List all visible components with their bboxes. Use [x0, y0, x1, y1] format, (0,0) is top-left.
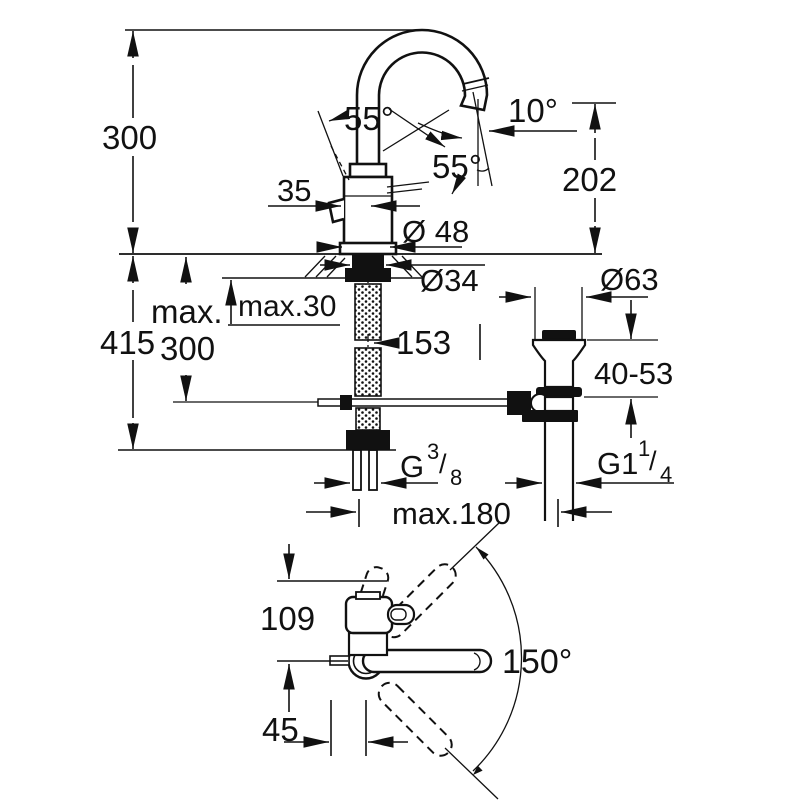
temp-lever-inner — [390, 608, 407, 621]
handle-plan — [361, 648, 493, 674]
dim-handle-swing-label: 150° — [502, 643, 572, 681]
swing-arc — [472, 546, 523, 772]
handle-cap-line — [473, 652, 481, 671]
swing-ext-upper — [449, 521, 501, 571]
hose-nuts — [346, 430, 390, 450]
svg-text:3: 3 — [427, 439, 439, 464]
spout-joint-line-2 — [461, 84, 489, 92]
angle-ref-line-2 — [388, 108, 446, 148]
supply-hose-right — [368, 449, 378, 491]
svg-text:4: 4 — [660, 462, 672, 487]
angle-55-top-arrow — [328, 109, 351, 122]
spout-outline — [355, 28, 489, 169]
threaded-shank-lower — [354, 347, 382, 397]
head-cap-plan — [344, 595, 394, 635]
dim-waste-thread-label: G1 1 / 4 — [597, 436, 672, 487]
dim-base-dia-label: Ø 48 — [402, 214, 469, 249]
dim-outlet-height-label: 202 — [562, 161, 617, 198]
supply-hose-left — [352, 449, 362, 491]
dim-outlet-angle-label: 10° — [508, 92, 558, 129]
lever-handle-side — [327, 197, 345, 224]
spout-collar — [348, 162, 388, 179]
swing-arc-arrow-top — [476, 547, 489, 560]
swing-ext-lower — [444, 747, 499, 800]
swing-arc-arrow-bottom — [473, 765, 483, 775]
svg-text:G1: G1 — [597, 446, 638, 481]
dim-hole-dia-label: Ø34 — [420, 263, 479, 298]
dim-plan-offset-label: 45 — [262, 711, 299, 748]
head-tab — [355, 591, 381, 600]
waste-body — [543, 395, 575, 413]
svg-text:G: G — [400, 449, 424, 484]
dim-body-offset-label: 35 — [277, 173, 311, 208]
dim-plan-depth-label: 109 — [260, 600, 315, 637]
shank-end — [355, 407, 381, 431]
body-plan — [347, 631, 389, 657]
waste-oring — [536, 387, 582, 397]
dim-spout-angle-mid-label: 55° — [432, 148, 482, 185]
spout-joint-line-1 — [462, 77, 490, 85]
faucet-body — [342, 175, 394, 246]
dim-max-word: max. — [151, 293, 223, 330]
dim-deck-thickness-label: max.30 — [238, 290, 336, 323]
side-view — [118, 28, 602, 521]
angle-curved-arrow — [417, 122, 463, 141]
svg-text:8: 8 — [450, 465, 462, 490]
pop-up-waste — [507, 287, 587, 521]
handle-raised-line — [317, 110, 344, 177]
plan-view: 109 150° 45 — [260, 521, 572, 800]
waste-cap — [542, 330, 576, 340]
dim-center-distance-label: max.180 — [392, 496, 511, 531]
svg-text:/: / — [439, 449, 447, 479]
angle-ref-line-1 — [382, 109, 450, 152]
dim-depth-below-label: 415 — [100, 324, 155, 361]
dim-supply-thread-label: G 3 / 8 — [400, 439, 462, 490]
waste-flange — [531, 338, 587, 389]
outlet-angle-arc — [476, 167, 490, 172]
dim-spout-angle-top-label: 55° — [344, 100, 394, 137]
cartridge-mark-2 — [386, 188, 423, 194]
svg-text:1: 1 — [638, 436, 650, 461]
outlet-axis-10deg — [472, 91, 493, 187]
rod-coupler — [340, 395, 352, 410]
base-flange — [338, 241, 398, 256]
cartridge-mark-1 — [386, 181, 430, 188]
side-view-dimensions: 300 415 max. 300 max.30 35 55° 55° 10° 2… — [98, 31, 674, 531]
angle-55-mid-arrow — [451, 173, 467, 195]
threaded-shank-upper — [354, 283, 382, 341]
mounting-nut — [345, 268, 391, 282]
dim-height-above-label: 300 — [102, 119, 157, 156]
dim-waste-dia-label: Ø63 — [600, 262, 659, 297]
shank-through-deck — [352, 255, 384, 268]
dim-waste-deck-range-label: 40-53 — [594, 356, 673, 391]
waste-nut — [522, 410, 578, 422]
dim-max-value: 300 — [160, 330, 215, 367]
svg-text:/: / — [649, 446, 657, 476]
dim-projection-label: 153 — [396, 324, 451, 361]
handle-raised-dashed — [330, 145, 350, 181]
